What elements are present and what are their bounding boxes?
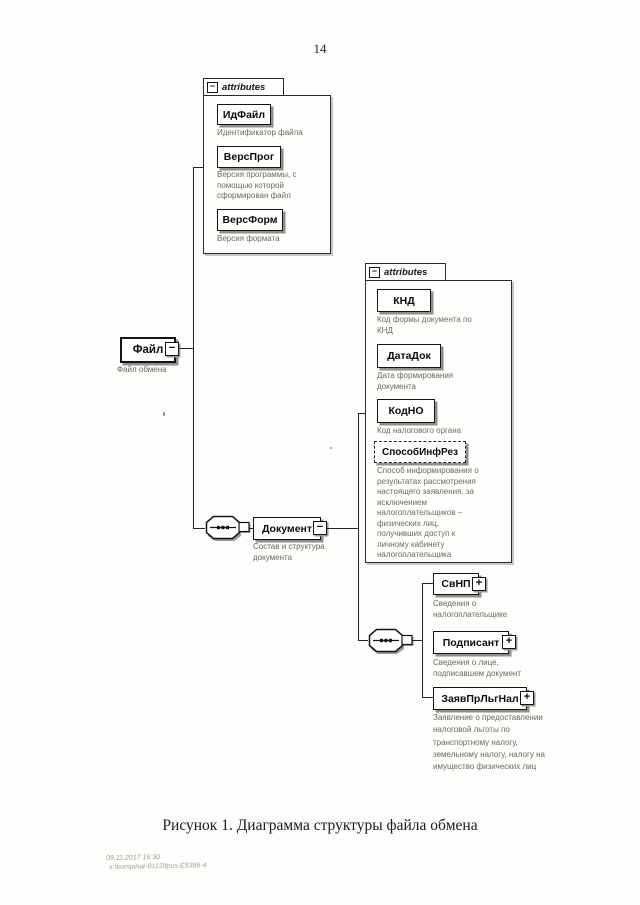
attribute-sposobinfrez: СпособИнфРез bbox=[374, 441, 466, 463]
attribute-versform-desc: Версия формата bbox=[217, 234, 280, 243]
attribute-idfile-label: ИдФайл bbox=[222, 108, 266, 121]
attribute-datadok-label: ДатаДок bbox=[387, 350, 431, 362]
attributes-tab-document: − attributes bbox=[365, 263, 446, 281]
connector-line bbox=[359, 413, 365, 414]
expand-minus-icon: − bbox=[313, 521, 327, 535]
attribute-kodno: КодНО bbox=[377, 399, 435, 423]
element-podpisant-desc: Сведения о лице, подписавшем документ bbox=[433, 658, 522, 678]
attribute-versprog: ВерсПрог bbox=[217, 146, 281, 168]
attribute-versform-label: ВерсФорм bbox=[222, 214, 278, 226]
print-stamp-path: x:\kompinar-0113\fpus-E5386-4 bbox=[109, 862, 207, 871]
attributes-group-document bbox=[365, 280, 512, 563]
attribute-sposobinfrez-desc: Способ информирования о результатах расс… bbox=[377, 466, 479, 559]
element-svnp-label: СвНП bbox=[441, 578, 471, 590]
element-zayavprlgnal-label: ЗаявПрЛьгНал bbox=[441, 692, 519, 705]
element-podpisant-label: Подписант bbox=[442, 636, 500, 649]
attribute-idfile-desc: Идентификатор файла bbox=[217, 128, 303, 137]
expand-minus-icon: − bbox=[165, 342, 179, 356]
element-file-label: Файл bbox=[132, 344, 164, 356]
attribute-idfile: ИдФайл bbox=[217, 104, 271, 125]
connector-line bbox=[327, 528, 358, 529]
page-number: 14 bbox=[313, 41, 327, 56]
connector-line bbox=[179, 348, 193, 349]
attributes-tab-file: − attributes bbox=[203, 78, 284, 96]
element-zayavprlgnal-desc: Заявление о предоставлении налоговой льг… bbox=[433, 713, 545, 772]
expand-plus-icon: + bbox=[502, 635, 516, 649]
connector-line bbox=[412, 640, 422, 641]
attribute-knd-desc: Код формы документа по КНД bbox=[377, 315, 472, 335]
attribute-versprog-label: ВерсПрог bbox=[223, 151, 275, 163]
attribute-datadok-desc: Дата формирования документа bbox=[377, 371, 454, 391]
connector-line bbox=[194, 528, 205, 529]
scan-speck bbox=[163, 412, 165, 416]
connector-line bbox=[249, 528, 254, 529]
expand-plus-icon: + bbox=[520, 691, 534, 705]
attribute-knd: КНД bbox=[377, 289, 431, 312]
attributes-tab-label: attributes bbox=[222, 81, 266, 93]
attributes-tab-label: attributes bbox=[384, 266, 428, 278]
attribute-datadok: ДатаДок bbox=[377, 344, 441, 368]
element-document-desc: Состав и структура документа bbox=[253, 542, 325, 562]
expand-plus-icon: + bbox=[472, 577, 486, 591]
attribute-versprog-desc: Версия программы, с помощью которой сфор… bbox=[217, 170, 297, 200]
figure-caption: Рисунок 1. Диаграмма структуры файла обм… bbox=[162, 817, 478, 834]
connector-line bbox=[359, 640, 368, 641]
element-podpisant: Подписант bbox=[433, 631, 509, 654]
attribute-knd-label: КНД bbox=[393, 294, 415, 307]
sequence-icon bbox=[368, 628, 414, 654]
connector-line bbox=[358, 413, 359, 641]
connector-line bbox=[423, 583, 433, 584]
connector-line bbox=[422, 583, 423, 698]
connector-line bbox=[193, 167, 194, 529]
attribute-kodno-desc: Код налогового органа bbox=[377, 426, 462, 435]
element-document-label: Документ bbox=[261, 522, 313, 535]
attribute-versform: ВерсФорм bbox=[217, 209, 283, 231]
element-file-desc: Файл обмена bbox=[117, 365, 167, 374]
element-svnp-desc: Сведения о налогоплательщике bbox=[433, 599, 508, 619]
attribute-kodno-label: КодНО bbox=[388, 405, 424, 417]
connector-line bbox=[423, 697, 433, 698]
connector-line bbox=[194, 167, 203, 168]
sequence-icon bbox=[205, 515, 251, 541]
collapse-minus-icon: − bbox=[369, 266, 380, 278]
collapse-minus-icon: − bbox=[207, 81, 218, 93]
element-zayavprlgnal: ЗаявПрЛьгНал bbox=[433, 687, 527, 710]
element-document: Документ bbox=[253, 517, 321, 540]
scan-speck bbox=[330, 447, 332, 449]
attribute-sposobinfrez-label: СпособИнфРез bbox=[381, 446, 458, 458]
element-file: Файл bbox=[120, 337, 176, 363]
print-stamp: 09.11.2017 16:30 x:\kompinar-0113\fpus-E… bbox=[106, 852, 207, 872]
